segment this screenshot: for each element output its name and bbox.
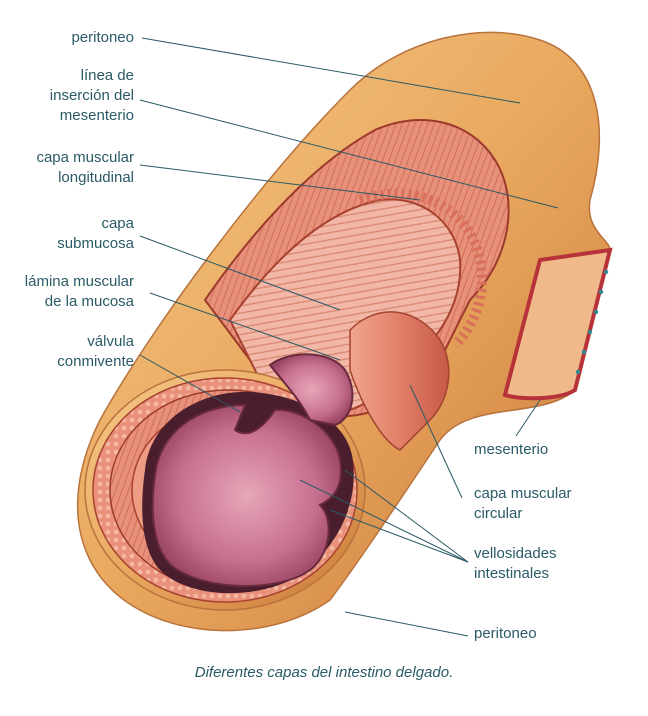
label-line: conmivente	[57, 353, 134, 370]
leader-capa-submucosa	[139, 235, 341, 311]
leader-vellosidades-3	[299, 479, 469, 563]
label-line: vellosidades	[474, 545, 557, 562]
label-line: intestinales	[474, 565, 550, 582]
label-peritoneo-top: peritoneo	[40, 28, 134, 48]
label-valvula-conmivente: válvula conmivente	[20, 332, 134, 372]
leader-peritoneo-top	[141, 37, 521, 104]
label-line: de la mucosa	[44, 293, 134, 310]
label-line: capa muscular	[474, 485, 572, 502]
label-line: capa	[101, 215, 134, 232]
label-lamina-muscular: lámina muscular de la mucosa	[10, 272, 134, 312]
label-line: mesenterio	[59, 107, 134, 124]
leader-peritoneo-bottom	[344, 611, 469, 637]
leader-mesenterio	[515, 399, 541, 437]
label-line: línea de	[80, 67, 134, 84]
leader-linea-insercion	[139, 99, 559, 209]
mesentery-dots	[575, 269, 609, 375]
submucosa-edge	[358, 188, 487, 349]
label-capa-muscular-circular: capa muscular circular	[474, 484, 572, 524]
label-line: mesenterio	[474, 441, 549, 458]
label-vellosidades-intestinales: vellosidades intestinales	[474, 544, 557, 584]
leader-vellosidades-2	[344, 469, 469, 563]
label-line: capa muscular	[36, 149, 134, 166]
leader-capa-longitudinal	[139, 164, 421, 201]
label-capa-submucosa: capa submucosa	[20, 214, 134, 254]
label-peritoneo-bottom: peritoneo	[474, 624, 537, 644]
label-line: válvula	[87, 333, 134, 350]
leader-capa-circular	[409, 384, 463, 499]
leader-lamina-muscular	[149, 292, 341, 361]
label-capa-muscular-longitudinal: capa muscular longitudinal	[20, 148, 134, 188]
label-line: circular	[474, 505, 523, 522]
label-mesenterio: mesenterio	[474, 440, 548, 460]
leader-lines	[139, 37, 559, 637]
mesentery-shape	[502, 247, 613, 401]
leader-vellosidades-1	[329, 509, 469, 563]
label-line: peritoneo	[71, 29, 134, 46]
plica-fold	[268, 353, 354, 427]
label-linea-insercion: línea de inserción del mesenterio	[20, 66, 134, 126]
label-line: submucosa	[57, 235, 134, 252]
label-line: inserción del	[49, 87, 134, 104]
figure-caption: Diferentes capas del intestino delgado.	[194, 664, 454, 681]
label-line: peritoneo	[474, 625, 537, 642]
label-line: lámina muscular	[24, 273, 134, 290]
label-line: longitudinal	[58, 169, 134, 186]
leader-valvula	[139, 354, 241, 413]
mucosa-shape	[151, 403, 342, 588]
